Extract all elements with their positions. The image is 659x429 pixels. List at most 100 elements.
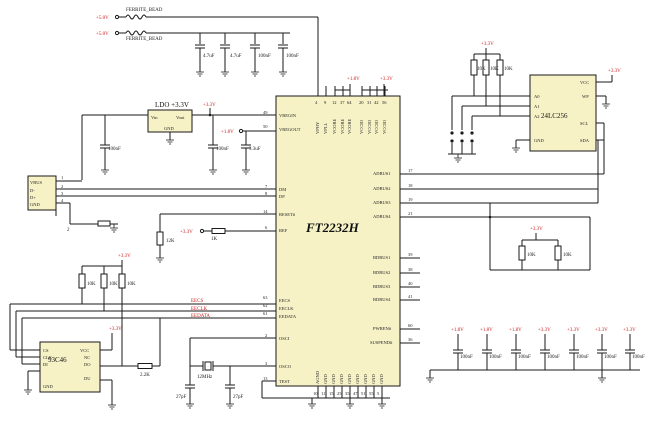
bottom-pin-label-7: GND (371, 374, 376, 384)
top-pin-num-8: 56 (382, 100, 387, 105)
left-pin-num-0: 49 (263, 110, 268, 115)
top-pin-label-0: VPHY (315, 121, 320, 134)
left-pin-eecs: EECS (279, 298, 290, 303)
eeprom-i2c-pin-scl: SCL (580, 121, 589, 126)
decoupling-capacitor-bank (426, 334, 640, 383)
right-pin-bdbus1: BDBUS1 (373, 255, 390, 260)
usb-series-label: 2 (67, 228, 70, 233)
usb-connector (27, 175, 57, 211)
rail-label-3v3-top: +3.3V (380, 77, 393, 82)
left-pin-num-2: 7 (265, 184, 268, 189)
eeprom93-pullup-2 (100, 273, 108, 289)
eeprom-i2c-pin-sda: SDA (580, 138, 590, 143)
usb-pin-gnd: GND (30, 202, 40, 207)
bottom-pin-num-1: 11 (321, 391, 325, 396)
rail-bank-5: +3.3V (595, 328, 608, 333)
top-pin-label-6: VCCIO (367, 119, 372, 134)
i2c-bus-pullup-label-2: 10K (563, 253, 572, 258)
right-pin-bdbus4: BDBUS4 (373, 297, 391, 302)
left-pin-num-11: 13 (263, 376, 268, 381)
i2c-addr-pullup-label-2: 10K (490, 67, 499, 72)
i2c-addr-pullup-label-3: 10K (504, 67, 513, 72)
eeprom93-series-resistor (137, 363, 153, 369)
right-pin-num-4: 39 (408, 252, 413, 257)
eeprom-i2c-pin-wp: WP (582, 94, 589, 99)
right-pin-adbus3: ADBUS3 (373, 200, 391, 205)
right-pin-num-2: 19 (408, 197, 413, 202)
bottom-pin-num-3: 25 (337, 391, 342, 396)
cap-bank-3: 100nF (547, 355, 560, 360)
left-pin-numbers: 49 50 7 8 14 6 63 62 61 2 3 13 (263, 110, 268, 381)
left-pin-vregin: VREGIN (279, 113, 297, 118)
top-pin-num-5: 20 (359, 100, 364, 105)
bottom-pin-label-4: GND (347, 374, 352, 384)
bottom-pins (308, 386, 390, 409)
top-pin-num-7: 42 (374, 100, 379, 105)
ref-resistor (156, 231, 164, 246)
rail-label-3v3-i2cpull: +3.3V (481, 42, 494, 47)
bottom-pin-label-5: GND (355, 374, 360, 384)
right-pin-suspend: SUSPEND# (370, 340, 393, 345)
left-pin-vregout: VREGOUT (279, 127, 301, 132)
top-pins (317, 86, 386, 96)
eeprom93-pin-cs: CS (43, 348, 49, 353)
rail-label-5v-b: +5.0V (96, 32, 109, 37)
usb-pin-dm: D- (30, 188, 35, 193)
left-pin-num-5: 6 (265, 225, 268, 230)
ferrite-bead-2 (125, 30, 147, 36)
ferrite-label-1: FERRITE_BEAD (126, 8, 163, 13)
eeprom93-pullup-1 (78, 273, 86, 289)
left-pin-num-1: 50 (263, 124, 268, 129)
left-pin-num-8: 61 (263, 311, 268, 316)
eeprom-i2c-label: 24LC256 (541, 112, 568, 120)
left-pin-eeclk: EECLK (279, 306, 294, 311)
eeprom-93c46-chip (39, 341, 101, 393)
eeprom-i2c-pin-a1: A1 (534, 104, 540, 109)
eeprom93-pin-nc: NC (84, 355, 90, 360)
rail-label-3v3-93vcc: +3.3V (109, 327, 122, 332)
right-pin-num-5: 38 (408, 267, 413, 272)
top-pin-num-2: 12 (332, 100, 337, 105)
cap-in-4: 100nF (286, 54, 299, 59)
usb-pin-dp: D+ (30, 195, 36, 200)
ldo-vout: Vout (176, 115, 185, 120)
eeprom93-pin-clk: CLK (43, 355, 53, 360)
rail-label-3v3-93pull: +3.3V (118, 254, 131, 259)
right-pin-adbus2: ADBUS2 (373, 186, 391, 191)
right-pin-numbers: 17 18 19 21 39 38 40 41 60 36 (408, 168, 413, 342)
rail-label-1v8-vregout: +1.8V (221, 130, 234, 135)
top-pin-num-0: 4 (315, 100, 318, 105)
usb-pin-num-4: 4 (61, 198, 64, 203)
bottom-pin-label-2: GND (331, 374, 336, 384)
ref-series-resistor (211, 228, 226, 234)
rail-label-3v3-i2cpu: +3.3V (530, 227, 543, 232)
bottom-pin-num-8: 5 (377, 391, 380, 396)
left-pin-osci: OSCI (279, 336, 290, 341)
bottom-pin-label-0: AGND (315, 370, 320, 384)
right-pin-bdbus2: BDBUS2 (373, 270, 390, 275)
right-pin-num-3: 21 (408, 211, 413, 216)
left-pin-dp: DP (279, 194, 285, 199)
crystal-12mhz (204, 361, 212, 371)
rail-bank-0: +1.8V (451, 328, 464, 333)
right-pin-num-7: 41 (408, 294, 413, 299)
top-pin-label-8: VCCIO (382, 119, 387, 134)
cap-in-2: 4.7uF (230, 54, 242, 59)
eeprom93-pin-do: DO (84, 362, 91, 367)
eeprom93-pullup-label-3: 10K (127, 282, 136, 287)
usb-pin-vbus: VBUS (30, 180, 43, 185)
top-pin-label-1: VPLL (323, 122, 328, 134)
cap-bank-2: 100nF (518, 355, 531, 360)
right-pin-adbus1: ADBUS1 (373, 171, 391, 176)
ldo-gnd: GND (164, 126, 174, 131)
cap-bank-6: 100nF (632, 355, 645, 360)
ft2232h-label: FT2232H (305, 220, 360, 235)
top-pin-label-5: VCCIO (359, 119, 364, 134)
eeprom93-pin-vcc: VCC (80, 348, 89, 353)
left-pin-labels: VREGIN VREGOUT DM DP RESET# REF EECS EEC… (279, 113, 301, 384)
i2c-addr-pullup-label-1: 10K (477, 67, 486, 72)
cap-in-1: 4.7uF (203, 54, 215, 59)
cap-bank-5: 100nF (604, 355, 617, 360)
left-pin-num-9: 2 (265, 333, 267, 338)
